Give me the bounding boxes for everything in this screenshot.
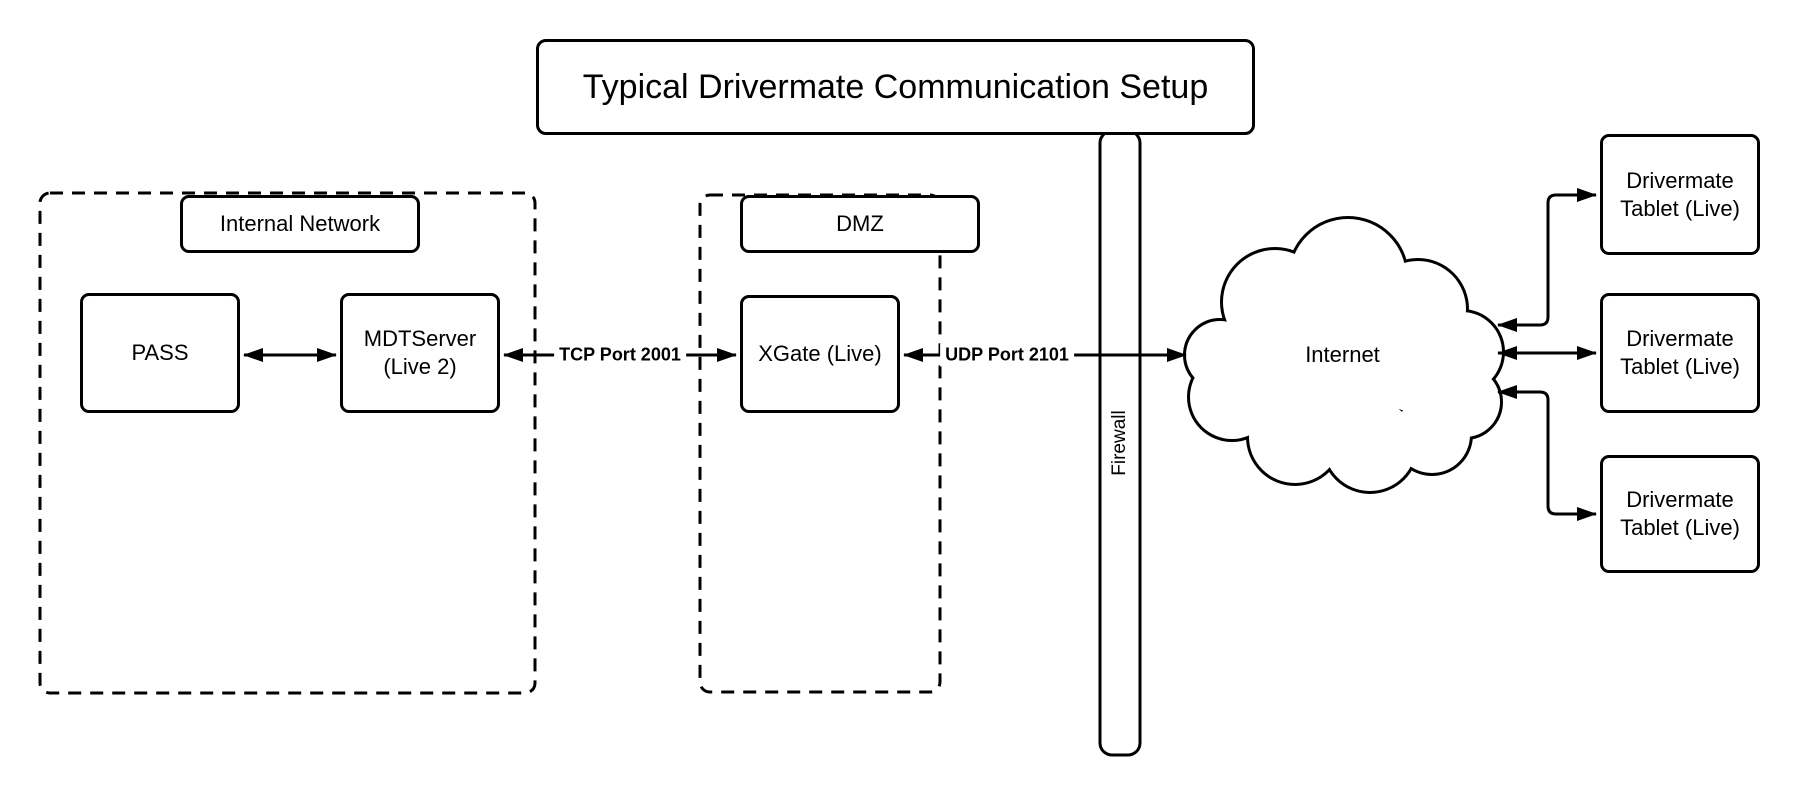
connector-internet-tablet-1 bbox=[1497, 188, 1597, 332]
tablet-2-label-line2: Tablet (Live) bbox=[1620, 354, 1740, 379]
internet-label: Internet bbox=[1180, 217, 1505, 493]
mdtserver-label-line1: MDTServer bbox=[363, 326, 477, 351]
tablet-3-label-line1: Drivermate bbox=[1626, 487, 1734, 512]
internet-label-text: Internet bbox=[1305, 342, 1380, 367]
node-xgate: XGate (Live) bbox=[740, 295, 900, 413]
mdtserver-label-line2: (Live 2) bbox=[383, 354, 457, 379]
dmz-label-text: DMZ bbox=[836, 211, 884, 236]
node-drivermate-tablet-3: Drivermate Tablet (Live) bbox=[1600, 455, 1760, 573]
dmz-zone-border bbox=[698, 193, 942, 694]
node-drivermate-tablet-1: Drivermate Tablet (Live) bbox=[1600, 134, 1760, 255]
connector-internet-tablet-3 bbox=[1497, 385, 1597, 521]
tablet-3-label-line2: Tablet (Live) bbox=[1620, 515, 1740, 540]
internal-network-zone-label: Internal Network bbox=[180, 195, 420, 253]
udp-port-label: UDP Port 2101 bbox=[940, 343, 1074, 367]
tcp-port-label: TCP Port 2001 bbox=[554, 343, 686, 367]
internal-network-zone-border bbox=[38, 191, 537, 695]
xgate-label: XGate (Live) bbox=[758, 341, 882, 366]
node-drivermate-tablet-2: Drivermate Tablet (Live) bbox=[1600, 293, 1760, 413]
node-mdtserver: MDTServer (Live 2) bbox=[340, 293, 500, 413]
tablet-2-label-line1: Drivermate bbox=[1626, 326, 1734, 351]
tablet-1-label-line2: Tablet (Live) bbox=[1620, 195, 1740, 221]
diagram-title-box: Typical Drivermate Communication Setup bbox=[536, 39, 1255, 135]
tablet-1-label-line1: Drivermate bbox=[1626, 167, 1734, 193]
node-pass: PASS bbox=[80, 293, 240, 413]
firewall-label: Firewall bbox=[1109, 410, 1130, 476]
dmz-zone-label: DMZ bbox=[740, 195, 980, 253]
internet-cloud bbox=[1183, 216, 1505, 494]
internal-network-label-text: Internal Network bbox=[219, 211, 381, 236]
diagram-title: Typical Drivermate Communication Setup bbox=[582, 67, 1209, 106]
pass-label: PASS bbox=[131, 340, 189, 365]
